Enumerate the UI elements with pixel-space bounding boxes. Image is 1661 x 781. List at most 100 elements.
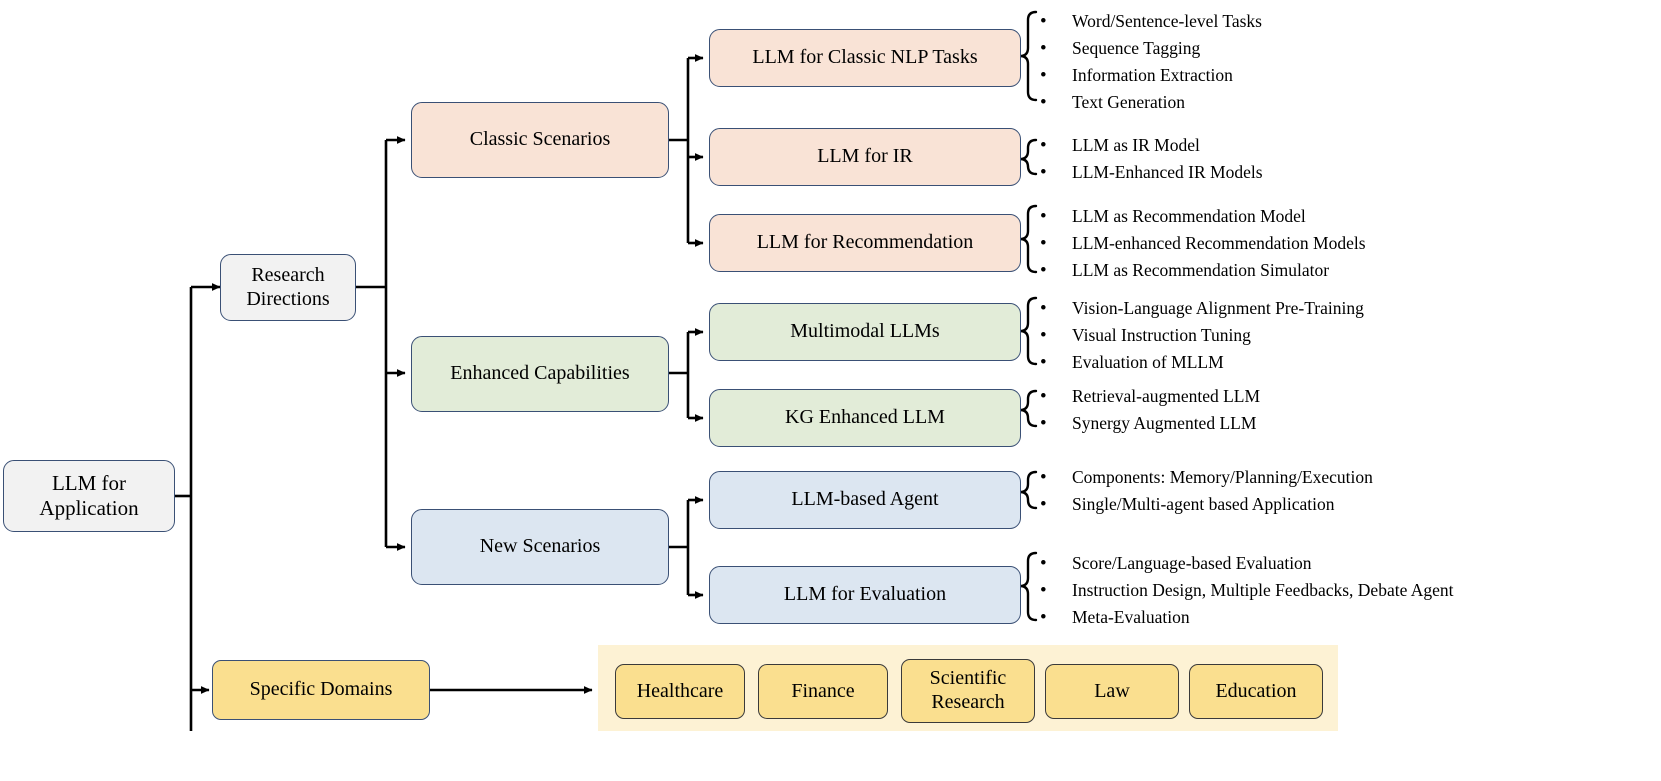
bullet-list-llm-classic-nlp-tasks: • Word/Sentence-level Tasks • Sequence T… bbox=[1040, 8, 1262, 116]
topic-node-multimodal-llms[interactable]: Multimodal LLMs bbox=[709, 303, 1021, 361]
topic-node-label: LLM for Classic NLP Tasks bbox=[752, 46, 978, 69]
bullet-item: • Vision-Language Alignment Pre-Training bbox=[1040, 295, 1364, 322]
bullet-item: • Visual Instruction Tuning bbox=[1040, 322, 1364, 349]
bullet-dot-icon: • bbox=[1040, 580, 1047, 601]
bullet-text: Components: Memory/Planning/Execution bbox=[1072, 467, 1373, 487]
bullet-dot-icon: • bbox=[1040, 413, 1047, 434]
bullet-dot-icon: • bbox=[1040, 553, 1047, 574]
bullet-list-llm-for-ir: • LLM as IR Model • LLM-Enhanced IR Mode… bbox=[1040, 132, 1263, 186]
topic-node-llm-classic-nlp-tasks[interactable]: LLM for Classic NLP Tasks bbox=[709, 29, 1021, 87]
bullet-dot-icon: • bbox=[1040, 92, 1047, 113]
bullet-text: LLM-Enhanced IR Models bbox=[1072, 162, 1263, 182]
category-node-classic-scenarios[interactable]: Classic Scenarios bbox=[411, 102, 669, 178]
bullet-text: Text Generation bbox=[1072, 92, 1185, 112]
topic-node-label: LLM-based Agent bbox=[791, 488, 939, 511]
topic-node-llm-based-agent[interactable]: LLM-based Agent bbox=[709, 471, 1021, 529]
bullet-text: Score/Language-based Evaluation bbox=[1072, 553, 1312, 573]
bullet-item: • Single/Multi-agent based Application bbox=[1040, 491, 1373, 518]
bullet-dot-icon: • bbox=[1040, 162, 1047, 183]
bullet-list-llm-for-recommendation: • LLM as Recommendation Model • LLM-enha… bbox=[1040, 203, 1366, 284]
bullet-text: LLM as Recommendation Simulator bbox=[1072, 260, 1330, 280]
domain-node-finance[interactable]: Finance bbox=[758, 664, 888, 719]
branch-node-label: Specific Domains bbox=[249, 678, 393, 701]
domain-node-label: Law bbox=[1094, 679, 1130, 702]
topic-node-llm-for-ir[interactable]: LLM for IR bbox=[709, 128, 1021, 186]
domain-node-healthcare[interactable]: Healthcare bbox=[615, 664, 745, 719]
branch-node-research-directions[interactable]: Research Directions bbox=[220, 254, 356, 321]
bullet-text: Vision-Language Alignment Pre-Training bbox=[1072, 298, 1364, 318]
category-node-label: New Scenarios bbox=[479, 535, 601, 558]
domain-node-label: Education bbox=[1215, 679, 1297, 702]
bullet-dot-icon: • bbox=[1040, 467, 1047, 488]
branch-node-specific-domains[interactable]: Specific Domains bbox=[212, 660, 430, 720]
bullet-item: • Meta-Evaluation bbox=[1040, 604, 1454, 631]
bullet-text: LLM-enhanced Recommendation Models bbox=[1072, 233, 1366, 253]
category-node-enhanced-capabilities[interactable]: Enhanced Capabilities bbox=[411, 336, 669, 412]
domain-node-law[interactable]: Law bbox=[1045, 664, 1179, 719]
bullet-dot-icon: • bbox=[1040, 135, 1047, 156]
bullet-item: • Score/Language-based Evaluation bbox=[1040, 550, 1454, 577]
domain-node-scientific-research[interactable]: Scientific Research bbox=[901, 659, 1035, 723]
bullet-item: • LLM as IR Model bbox=[1040, 132, 1263, 159]
bullet-dot-icon: • bbox=[1040, 325, 1047, 346]
bullet-text: Information Extraction bbox=[1072, 65, 1233, 85]
bullet-item: • Components: Memory/Planning/Execution bbox=[1040, 464, 1373, 491]
bullet-item: • Sequence Tagging bbox=[1040, 35, 1262, 62]
bullet-dot-icon: • bbox=[1040, 607, 1047, 628]
bullet-list-llm-for-evaluation: • Score/Language-based Evaluation • Inst… bbox=[1040, 550, 1454, 631]
bullet-dot-icon: • bbox=[1040, 352, 1047, 373]
bullet-dot-icon: • bbox=[1040, 386, 1047, 407]
domain-node-label: Healthcare bbox=[636, 679, 724, 702]
domain-node-label: Scientific Research bbox=[929, 667, 1007, 713]
bullet-dot-icon: • bbox=[1040, 494, 1047, 515]
bullet-dot-icon: • bbox=[1040, 206, 1047, 227]
bullet-item: • Information Extraction bbox=[1040, 62, 1262, 89]
domain-node-label: Finance bbox=[791, 679, 855, 702]
bullet-item: • Synergy Augmented LLM bbox=[1040, 410, 1260, 437]
bullet-item: • LLM-enhanced Recommendation Models bbox=[1040, 230, 1366, 257]
bullet-dot-icon: • bbox=[1040, 38, 1047, 59]
bullet-item: • Evaluation of MLLM bbox=[1040, 349, 1364, 376]
topic-node-llm-for-recommendation[interactable]: LLM for Recommendation bbox=[709, 214, 1021, 272]
root-node-llm-for-application[interactable]: LLM for Application bbox=[3, 460, 175, 532]
bullet-text: Meta-Evaluation bbox=[1072, 607, 1190, 627]
bullet-list-multimodal-llms: • Vision-Language Alignment Pre-Training… bbox=[1040, 295, 1364, 376]
topic-node-label: KG Enhanced LLM bbox=[785, 406, 945, 429]
topic-node-label: LLM for IR bbox=[817, 145, 913, 168]
bullet-text: Synergy Augmented LLM bbox=[1072, 413, 1257, 433]
bullet-dot-icon: • bbox=[1040, 233, 1047, 254]
bullet-text: Single/Multi-agent based Application bbox=[1072, 494, 1335, 514]
topic-node-kg-enhanced-llm[interactable]: KG Enhanced LLM bbox=[709, 389, 1021, 447]
root-node-label: LLM for Application bbox=[39, 471, 139, 520]
bullet-item: • LLM as Recommendation Model bbox=[1040, 203, 1366, 230]
bullet-text: Visual Instruction Tuning bbox=[1072, 325, 1251, 345]
bullet-dot-icon: • bbox=[1040, 298, 1047, 319]
bullet-text: Evaluation of MLLM bbox=[1072, 352, 1224, 372]
category-node-label: Enhanced Capabilities bbox=[450, 362, 630, 385]
bullet-dot-icon: • bbox=[1040, 11, 1047, 32]
bullet-text: LLM as Recommendation Model bbox=[1072, 206, 1306, 226]
category-node-new-scenarios[interactable]: New Scenarios bbox=[411, 509, 669, 585]
topic-node-label: LLM for Evaluation bbox=[783, 583, 947, 606]
bullet-list-llm-based-agent: • Components: Memory/Planning/Execution … bbox=[1040, 464, 1373, 518]
bullet-text: LLM as IR Model bbox=[1072, 135, 1200, 155]
bullet-text: Word/Sentence-level Tasks bbox=[1072, 11, 1262, 31]
bullet-text: Sequence Tagging bbox=[1072, 38, 1201, 58]
branch-node-label: Research Directions bbox=[246, 263, 330, 310]
topic-node-label: Multimodal LLMs bbox=[790, 320, 940, 343]
bullet-text: Retrieval-augmented LLM bbox=[1072, 386, 1261, 406]
bullet-item: • LLM as Recommendation Simulator bbox=[1040, 257, 1366, 284]
bullet-item: • Text Generation bbox=[1040, 89, 1262, 116]
topic-node-llm-for-evaluation[interactable]: LLM for Evaluation bbox=[709, 566, 1021, 624]
bullet-dot-icon: • bbox=[1040, 260, 1047, 281]
bullet-text: Instruction Design, Multiple Feedbacks, … bbox=[1072, 580, 1454, 600]
topic-node-label: LLM for Recommendation bbox=[756, 231, 974, 254]
domain-node-education[interactable]: Education bbox=[1189, 664, 1323, 719]
bullet-item: • Retrieval-augmented LLM bbox=[1040, 383, 1260, 410]
bullet-item: • LLM-Enhanced IR Models bbox=[1040, 159, 1263, 186]
bullet-item: • Instruction Design, Multiple Feedbacks… bbox=[1040, 577, 1454, 604]
bullet-list-kg-enhanced-llm: • Retrieval-augmented LLM • Synergy Augm… bbox=[1040, 383, 1260, 437]
bullet-item: • Word/Sentence-level Tasks bbox=[1040, 8, 1262, 35]
bullet-dot-icon: • bbox=[1040, 65, 1047, 86]
